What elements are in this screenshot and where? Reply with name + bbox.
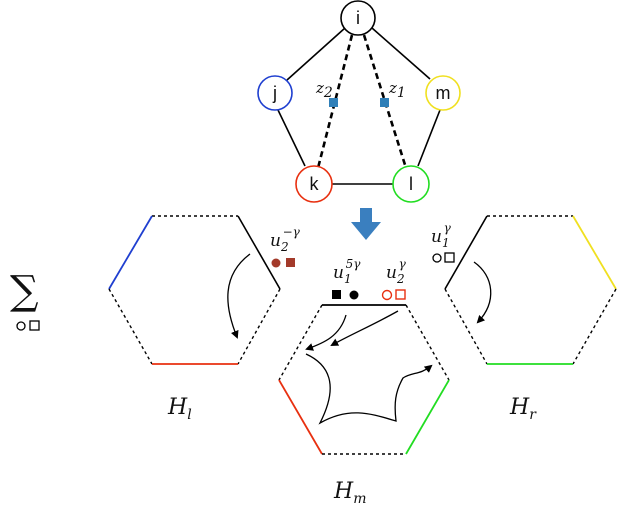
graph: z2 z1 i j m k l bbox=[257, 0, 461, 203]
hex-mid-label: Hm bbox=[333, 479, 366, 507]
edge-m-l bbox=[417, 109, 441, 167]
hex-mid-flow-arrow-a bbox=[305, 314, 347, 351]
hexagon-left: u2−γ Hl bbox=[108, 215, 301, 423]
open-square-icon bbox=[29, 320, 40, 331]
hex-left-weight: u2−γ bbox=[270, 225, 301, 254]
z2-marker bbox=[329, 98, 338, 107]
hex-mid-weight-b: u2γ bbox=[386, 257, 407, 286]
hex-mid-flow-arrow-b bbox=[330, 310, 399, 346]
hex-right-edge-bottom-left bbox=[444, 288, 488, 365]
node-k: k bbox=[295, 165, 333, 203]
edge-i-m bbox=[371, 27, 431, 80]
hex-left-filled-circle bbox=[271, 258, 281, 268]
dashed-edge-i-l bbox=[362, 34, 408, 169]
edge-j-k bbox=[277, 109, 306, 167]
hex-right-open-square bbox=[444, 252, 455, 263]
hexagon-middle: u15γ u2γ Hm bbox=[278, 257, 450, 507]
hex-right-edge-black bbox=[444, 215, 488, 290]
z1-label: z1 bbox=[388, 79, 406, 101]
hex-right-label: Hr bbox=[509, 395, 537, 423]
svg-text:i: i bbox=[356, 8, 360, 28]
svg-text:∑: ∑ bbox=[10, 268, 39, 314]
z2-label: z2 bbox=[315, 79, 333, 101]
hex-mid-filled-circle bbox=[349, 290, 359, 300]
hex-left-edge-bottom-right bbox=[237, 288, 281, 365]
hexagon-right: u1γ Hr bbox=[431, 215, 617, 423]
hex-mid-flow-curve bbox=[305, 353, 433, 425]
hex-mid-open-circle bbox=[381, 289, 393, 301]
hex-mid-open-square bbox=[395, 289, 406, 300]
hex-right-open-circle bbox=[432, 253, 442, 263]
hex-mid-edge-top-left bbox=[278, 304, 323, 381]
node-m: m bbox=[425, 75, 461, 111]
svg-text:m: m bbox=[436, 83, 451, 103]
hex-left-label: Hl bbox=[167, 395, 192, 423]
hex-left-edge-top-right bbox=[237, 215, 281, 290]
svg-text:l: l bbox=[409, 174, 413, 194]
hex-right-edge-yellow bbox=[572, 215, 617, 290]
z1-marker bbox=[380, 98, 389, 107]
hex-mid-filled-square bbox=[332, 290, 341, 299]
node-l: l bbox=[392, 165, 430, 203]
hex-left-filled-square bbox=[286, 258, 295, 267]
hex-mid-weight-a: u15γ bbox=[333, 257, 361, 286]
node-i: i bbox=[340, 0, 376, 36]
svg-text:j: j bbox=[272, 83, 277, 103]
hex-left-edge-bottom-left bbox=[108, 288, 153, 365]
hex-left-edge-blue bbox=[108, 215, 153, 290]
summation: ∑ bbox=[10, 268, 40, 331]
svg-text:k: k bbox=[310, 174, 320, 194]
hex-mid-edge-red bbox=[278, 379, 323, 455]
edge-i-j bbox=[286, 27, 346, 81]
down-arrow-icon bbox=[351, 208, 381, 240]
open-circle-icon bbox=[16, 321, 26, 331]
hex-left-flow-arrow bbox=[227, 253, 251, 339]
hex-right-weight: u1γ bbox=[431, 221, 452, 250]
hex-mid-edge-top-right bbox=[405, 304, 450, 381]
hex-right-flow-arrow bbox=[473, 261, 492, 324]
dashed-edge-i-k bbox=[316, 34, 354, 169]
node-j: j bbox=[257, 75, 293, 111]
hex-mid-edge-green bbox=[405, 379, 450, 455]
hex-right-edge-bottom-right bbox=[572, 288, 617, 365]
